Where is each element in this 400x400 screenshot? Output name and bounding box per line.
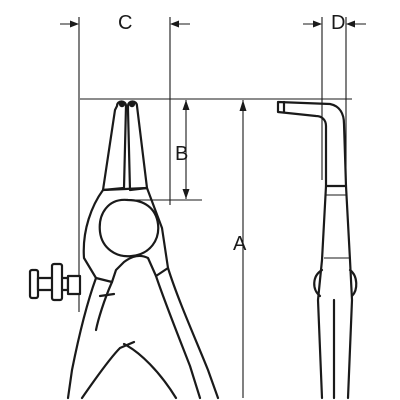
left-jaw bbox=[101, 100, 128, 192]
b-arrow-bottom-head bbox=[182, 189, 190, 199]
c-arrow-right-head bbox=[170, 20, 179, 28]
pliers-front-view bbox=[28, 100, 220, 400]
screw-collar bbox=[66, 274, 82, 296]
dimension-lines bbox=[60, 17, 366, 398]
side-shaft bbox=[316, 184, 354, 400]
handle-spring bbox=[80, 340, 178, 400]
d-arrow-left-head bbox=[313, 20, 322, 28]
right-tip-pin bbox=[128, 100, 136, 108]
pivot-body bbox=[82, 186, 170, 284]
b-arrow-top-head bbox=[182, 100, 190, 110]
screw-knob-left bbox=[28, 268, 40, 300]
label-c: C bbox=[118, 12, 132, 34]
label-a: A bbox=[233, 233, 247, 255]
a-arrow-top-head bbox=[239, 100, 247, 111]
left-tip-pin bbox=[118, 100, 126, 108]
side-pivot-bulge bbox=[313, 268, 358, 298]
screw-pin bbox=[98, 292, 116, 298]
d-arrow-right-head bbox=[346, 20, 355, 28]
right-handle-inner bbox=[154, 274, 202, 400]
side-bent-tip bbox=[276, 100, 348, 188]
label-b: B bbox=[175, 143, 188, 165]
left-handle-inner bbox=[94, 280, 114, 332]
right-jaw bbox=[126, 100, 149, 192]
pivot-boss bbox=[98, 198, 160, 258]
right-handle bbox=[166, 266, 220, 400]
c-arrow-left-head bbox=[70, 20, 79, 28]
pliers-side-view bbox=[276, 100, 358, 400]
screw-knob-middle bbox=[50, 262, 64, 302]
label-d: D bbox=[331, 12, 345, 34]
adjustment-screw bbox=[28, 262, 116, 302]
left-handle bbox=[66, 276, 98, 400]
